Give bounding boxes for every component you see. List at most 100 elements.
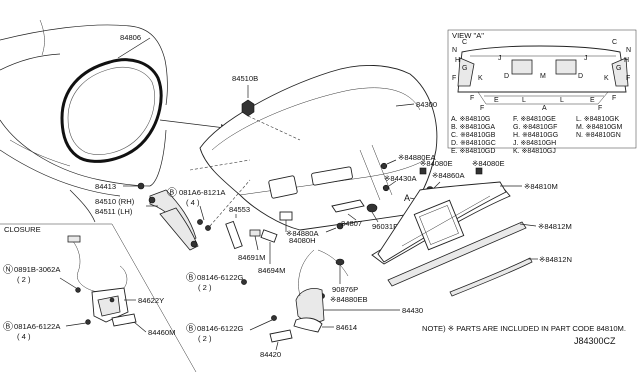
diagram-code: J84300CZ [574, 336, 616, 346]
label-84430a: ※84430A [384, 174, 417, 183]
svg-text:G: G [462, 65, 467, 72]
closure-title: CLOSURE [4, 225, 41, 234]
garnish-84812n [449, 257, 533, 297]
legend-a: A. ※84810G [451, 116, 490, 123]
svg-text:K: K [604, 75, 609, 82]
part-84430a [382, 184, 390, 192]
svg-text:H: H [624, 57, 629, 64]
label-08146-lower: 08146-6122G [197, 324, 244, 333]
part-84553 [225, 220, 243, 250]
view-a-inset: VIEW "A" C N H G F K J D M C N H G F K J… [447, 29, 637, 155]
svg-text:F: F [626, 75, 630, 82]
parts-note: NOTE) ※ PARTS ARE INCLUDED IN PART CODE … [422, 324, 626, 333]
label-84430: 84430 [402, 306, 423, 315]
legend-j: J. ※84810GH [513, 140, 556, 147]
label-081a6-6122a: 081A6-6122A [14, 322, 61, 331]
label-84080e-left: ※84080E [420, 159, 453, 168]
circled-b-icon [3, 321, 13, 331]
svg-text:K: K [478, 75, 483, 82]
bolt-081a6-8121a [197, 219, 211, 231]
label-0891b-qty: ( 2 ) [17, 275, 31, 284]
label-84860a: ※84860A [432, 171, 465, 180]
clip-84080e [419, 167, 483, 175]
svg-text:N: N [452, 47, 457, 54]
bolt-08146-6122g-lower [271, 315, 277, 321]
svg-text:F: F [452, 75, 456, 82]
label-081a6-8121a: 081A6-8121A [179, 188, 226, 197]
label-84880ea: ※84880EA [398, 153, 437, 162]
circled-n-icon [3, 264, 13, 274]
svg-text:B: B [6, 324, 11, 331]
label-84080h: 84080H [289, 236, 316, 245]
part-84880ea [380, 162, 388, 170]
label-84880eb: ※84880EB [330, 295, 368, 304]
svg-text:F: F [470, 95, 474, 102]
svg-text:N: N [626, 47, 631, 54]
label-90876p: 90876P [332, 285, 358, 294]
label-081a6-6122a-qty: ( 4 ) [17, 332, 31, 341]
svg-text:A: A [542, 105, 547, 112]
svg-text:F: F [612, 95, 616, 102]
svg-text:G: G [616, 65, 621, 72]
legend-n: N. ※84810GN [576, 132, 621, 139]
svg-text:F: F [598, 105, 602, 112]
part-84080h [279, 211, 293, 221]
svg-text:N: N [6, 267, 11, 274]
svg-text:F: F [480, 105, 484, 112]
car-body-illustration [0, 19, 168, 223]
label-84614: 84614 [336, 323, 357, 332]
bolt-08146-6122g-upper [241, 279, 247, 285]
label-08146-lower-qty: ( 2 ) [198, 334, 212, 343]
svg-text:J: J [498, 55, 502, 62]
garnish-84812m [387, 221, 527, 287]
part-84614 [293, 317, 323, 333]
trunk-seal-84806 [60, 58, 163, 163]
label-84806: 84806 [120, 33, 141, 42]
part-84880a [336, 222, 344, 230]
legend-l: L. ※84810GK [576, 116, 620, 123]
svg-text:E: E [590, 97, 595, 104]
label-84420: 84420 [260, 350, 281, 359]
svg-text:L: L [522, 97, 526, 104]
svg-text:D: D [578, 73, 583, 80]
circled-b-icon [186, 323, 196, 333]
legend-e: E. ※84810GD [451, 148, 495, 155]
label-08146-upper: 08146-6122G [197, 273, 244, 282]
trunk-lid-84300 [199, 65, 438, 231]
view-a-title: VIEW "A" [452, 31, 484, 40]
svg-text:C: C [612, 39, 617, 46]
view-a-arrow-label: A [404, 193, 410, 203]
part-84807 [331, 199, 365, 213]
part-96031f [366, 203, 378, 213]
label-84691m: 84691M [238, 253, 265, 262]
label-081a6-8121a-qty: ( 4 ) [186, 198, 200, 207]
label-84300: 84300 [416, 100, 437, 109]
label-84812n: ※84812N [539, 255, 572, 264]
svg-text:B: B [189, 275, 194, 282]
legend-c: C. ※84810GB [451, 132, 496, 139]
trunk-finisher-84810m [371, 181, 511, 265]
label-84413: 84413 [95, 182, 116, 191]
svg-text:D: D [504, 73, 509, 80]
legend-f: F. ※84810GE [513, 116, 556, 123]
legend-k: K. ※84810GJ [513, 148, 556, 155]
label-84622y: 84622Y [138, 296, 164, 305]
legend-h: H. ※84810GG [513, 132, 558, 139]
label-84080e-right: ※84080E [472, 159, 505, 168]
label-0891b-3062a: 0891B-3062A [14, 265, 61, 274]
bumper-84510b [241, 99, 255, 117]
svg-text:B: B [189, 326, 194, 333]
label-84694m: 84694M [258, 266, 285, 275]
legend-g: G. ※84810GF [513, 124, 557, 131]
label-84460m: 84460M [148, 328, 175, 337]
legend-d: D. ※84810GC [451, 140, 496, 147]
label-84810m: ※84810M [524, 182, 558, 191]
label-08146-upper-qty: ( 2 ) [198, 283, 212, 292]
circled-b-icon [167, 187, 177, 197]
svg-text:B: B [170, 190, 175, 197]
label-84510: 84510 (RH) [95, 197, 135, 206]
svg-text:M: M [540, 73, 546, 80]
label-96031f: 96031F [372, 222, 398, 231]
